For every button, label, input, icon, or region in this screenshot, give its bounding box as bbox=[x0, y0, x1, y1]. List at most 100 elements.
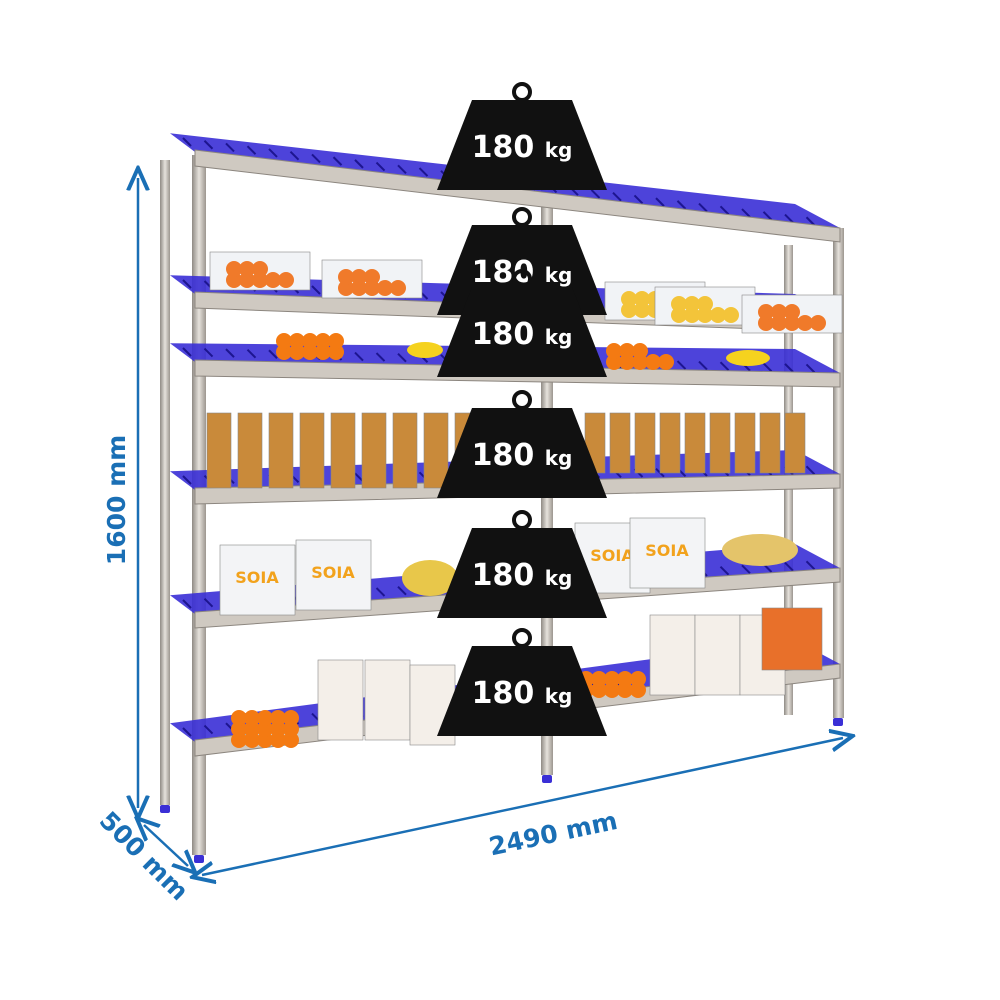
orange-net bbox=[289, 333, 305, 349]
fruit bbox=[684, 307, 700, 323]
dimension-height: 1600 mm bbox=[102, 178, 138, 808]
weight-body bbox=[437, 287, 607, 377]
orange-net bbox=[630, 671, 646, 687]
weight-180kg: 180 kg bbox=[437, 510, 607, 618]
milk-box bbox=[694, 614, 741, 696]
fruit bbox=[634, 291, 650, 307]
weight-body bbox=[437, 408, 607, 498]
shelf-slot bbox=[354, 351, 364, 362]
weight-body bbox=[437, 646, 607, 736]
weight-body bbox=[437, 100, 607, 190]
shelf-slot bbox=[397, 352, 407, 363]
orange-net bbox=[315, 344, 331, 360]
weight-unit: kg bbox=[545, 138, 573, 162]
orange-net bbox=[617, 682, 633, 698]
shelf-slot bbox=[655, 197, 665, 207]
soy-box-label: SOIA bbox=[590, 546, 634, 565]
shelf-slot bbox=[246, 145, 257, 155]
orange-net bbox=[591, 682, 607, 698]
fruit bbox=[390, 280, 406, 296]
orange-net bbox=[630, 682, 646, 698]
shelf-slot bbox=[332, 156, 343, 166]
fruit bbox=[723, 307, 739, 323]
weight-180kg: 180 kg bbox=[437, 628, 607, 736]
shelf-slot bbox=[182, 347, 192, 357]
orange-net bbox=[617, 671, 633, 687]
soy-box bbox=[295, 539, 372, 611]
weight-number: 180 bbox=[472, 438, 545, 473]
shelf-slot bbox=[741, 208, 751, 218]
shelf-slot bbox=[719, 565, 730, 576]
juice-carton bbox=[684, 412, 706, 474]
fruit bbox=[784, 315, 800, 331]
weight-unit: kg bbox=[545, 566, 573, 590]
juice-carton bbox=[299, 412, 325, 489]
orange-net bbox=[606, 343, 622, 359]
weight-unit: kg bbox=[545, 263, 573, 287]
fruit bbox=[797, 315, 813, 331]
height-label: 1600 mm bbox=[102, 435, 131, 565]
fruit bbox=[239, 272, 255, 288]
weight-unit: kg bbox=[545, 446, 573, 470]
shelf-slot bbox=[225, 348, 235, 358]
orange-net bbox=[244, 710, 260, 726]
shelf-slot bbox=[397, 164, 407, 175]
orange-net bbox=[231, 710, 247, 726]
shelf-slot bbox=[203, 597, 214, 608]
orange-net bbox=[276, 333, 292, 349]
juice-carton bbox=[423, 412, 449, 489]
shelf-slot bbox=[397, 585, 407, 596]
fruit bbox=[377, 280, 393, 296]
fruit bbox=[252, 272, 268, 288]
shelf-slot bbox=[805, 465, 816, 476]
orange-net bbox=[632, 354, 648, 370]
juice-carton bbox=[206, 412, 232, 489]
shelf-slot bbox=[289, 150, 300, 161]
foot bbox=[194, 855, 204, 863]
fruit bbox=[810, 315, 826, 331]
shelf-slot bbox=[698, 202, 708, 213]
dimension-width: 2490 mm bbox=[202, 738, 843, 875]
shelf-slot bbox=[676, 360, 687, 370]
weight-ring-icon bbox=[512, 207, 532, 227]
shelf-slot bbox=[311, 153, 321, 164]
dimension-depth: 500 mm bbox=[94, 806, 194, 906]
weight-number: 180 bbox=[472, 676, 545, 711]
weight-unit: kg bbox=[545, 325, 573, 349]
weight-180kg: 180 kg bbox=[437, 269, 607, 377]
milk-box bbox=[317, 659, 364, 741]
weight-ring-icon bbox=[512, 390, 532, 410]
fruit bbox=[697, 307, 713, 323]
shelf-slot bbox=[354, 159, 364, 169]
shelf-slot bbox=[698, 360, 708, 371]
fruit bbox=[351, 280, 367, 296]
shelf-slot bbox=[203, 347, 214, 358]
orange-net bbox=[276, 344, 292, 360]
weight-ring-icon bbox=[512, 628, 532, 648]
juice-carton bbox=[659, 412, 681, 474]
orange-net bbox=[619, 343, 635, 359]
shelf-slot bbox=[375, 161, 386, 172]
width-label: 2490 mm bbox=[486, 806, 620, 861]
shelf-slot bbox=[762, 362, 773, 373]
fruit bbox=[771, 304, 787, 320]
fruit bbox=[364, 280, 380, 296]
fruit bbox=[338, 280, 354, 296]
fruit bbox=[697, 296, 713, 312]
soy-box bbox=[629, 517, 706, 589]
shelf-slot bbox=[418, 167, 429, 177]
juice-carton bbox=[392, 412, 418, 489]
shelf-slot bbox=[633, 194, 644, 205]
fruit bbox=[278, 272, 294, 288]
fruit bbox=[771, 315, 787, 331]
weight-number: 180 bbox=[472, 255, 545, 290]
orange-net bbox=[604, 682, 620, 698]
fruit bbox=[621, 291, 637, 307]
soy-box-label: SOIA bbox=[645, 541, 689, 560]
shelf-slot bbox=[354, 472, 364, 483]
juice-carton bbox=[709, 412, 731, 474]
milk-box bbox=[649, 614, 696, 696]
weight-body bbox=[437, 528, 607, 618]
